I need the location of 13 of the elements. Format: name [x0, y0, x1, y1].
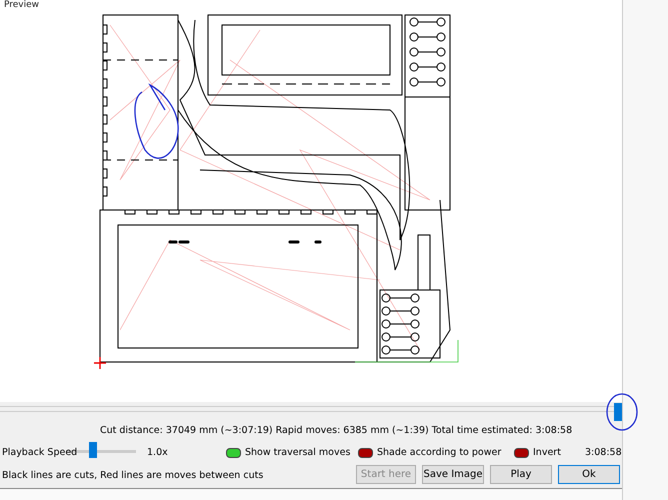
- hint-text: Black lines are cuts, Red lines are moves between cuts: [2, 470, 264, 481]
- slider-label: Playback Speed: [2, 447, 78, 458]
- window-title: Preview: [4, 0, 40, 10]
- toggle-label: Invert: [533, 447, 561, 458]
- toggle-label: Show traversal moves: [245, 447, 350, 458]
- save-image-button: Save Image: [422, 465, 484, 484]
- time-value: 3:08:58: [585, 447, 622, 458]
- toggle-label: Shade according to power: [377, 447, 502, 458]
- speed-value: 1.0x: [147, 447, 168, 458]
- status-text: Cut distance: 37049 mm (~3:07:19) Rapid moves: 6385 mm (~1:39) Total time estimated: 3:08:58: [100, 425, 572, 436]
- start-here-button: Start here: [356, 465, 416, 484]
- play-button: Play: [490, 465, 552, 484]
- ok-button: Ok: [558, 465, 620, 484]
